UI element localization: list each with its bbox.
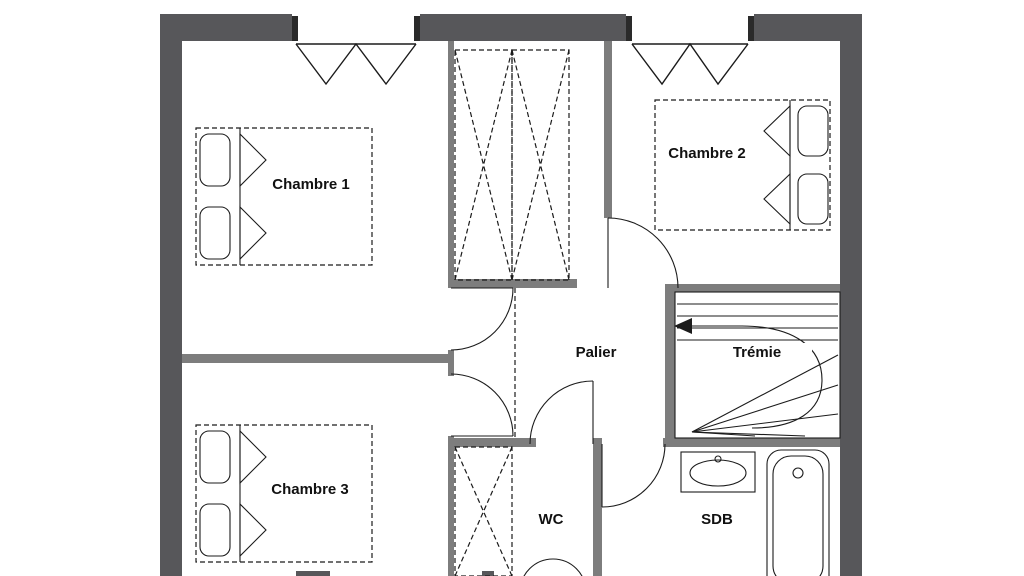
- room-label-chambre-3: Chambre 3: [271, 481, 349, 498]
- stair-direction-arrow-icon: [674, 318, 692, 334]
- staircase: [674, 291, 841, 439]
- door-swing-arc: [607, 217, 679, 289]
- wall-mid-horizontal: [182, 354, 452, 363]
- sink-counter: [680, 451, 756, 493]
- outer-walls: [160, 14, 862, 576]
- stair-outline: [674, 291, 841, 439]
- stair-winder: [691, 354, 839, 433]
- door-wc: [529, 380, 594, 445]
- blanket-fold: [239, 502, 267, 558]
- room-label-chambre-1: Chambre 1: [272, 176, 350, 193]
- blanket-fold: [239, 429, 267, 485]
- bathtub-inner: [772, 455, 824, 576]
- blanket-fold: [239, 205, 267, 261]
- wall-wc-sdb: [593, 438, 602, 576]
- blanket-fold: [763, 172, 791, 226]
- wardrobe-bottom: [454, 446, 513, 576]
- pillow: [199, 206, 231, 260]
- wall-chambre1-wardrobe: [448, 41, 454, 281]
- room-label-wc: WC: [539, 511, 564, 528]
- blanket-fold: [763, 104, 791, 158]
- pillow: [199, 503, 231, 557]
- wall-under-wardrobe: [448, 279, 577, 288]
- toilet: [523, 558, 583, 576]
- room-label-palier: Palier: [576, 344, 617, 361]
- stair-winder: [691, 431, 756, 437]
- door-chambre-3: [450, 373, 514, 437]
- bed-outline: [195, 127, 373, 266]
- room-label-chambre-2: Chambre 2: [668, 145, 746, 162]
- wall-door-jamb-center: [448, 350, 454, 376]
- wall-above-closet: [448, 438, 536, 447]
- wall-bottom-stub-2: [482, 571, 494, 576]
- window-jamb: [292, 16, 298, 41]
- pillow: [797, 173, 829, 225]
- interior-walls: [182, 41, 840, 576]
- wardrobe-cross: [454, 446, 513, 576]
- stair-walk-line: [692, 325, 823, 429]
- door-sdb: [601, 443, 666, 508]
- wall-above-stairs: [665, 284, 840, 292]
- bed-chambre-1: [195, 127, 373, 266]
- wardrobe-unit: [511, 49, 570, 281]
- door-palier-north: [607, 217, 679, 289]
- bed-outline: [654, 99, 831, 231]
- wall-top-middle: [420, 14, 626, 41]
- window-jamb: [414, 16, 420, 41]
- pillow: [199, 133, 231, 187]
- wall-chambre3-east: [448, 436, 454, 576]
- wall-chambre2-west: [604, 41, 612, 218]
- room-labels: Chambre 1 Chambre 2 Chambre 3 Palier Tré…: [271, 145, 812, 528]
- door-swing-arc: [601, 443, 666, 508]
- window-casement-icon: [295, 42, 417, 86]
- window-jamb: [748, 16, 754, 41]
- stair-winder: [691, 384, 839, 433]
- window-casement-icon: [631, 42, 749, 86]
- bed-outline: [195, 424, 373, 563]
- stair-winder: [691, 413, 839, 433]
- blanket-fold: [239, 132, 267, 188]
- bathtub-outline: [766, 449, 830, 576]
- window-chambre-2: [626, 16, 754, 86]
- door-chambre-1: [450, 287, 514, 351]
- pillow: [199, 430, 231, 484]
- wall-right: [840, 14, 862, 576]
- window-chambre-1: [292, 16, 420, 86]
- bed-chambre-3: [195, 424, 373, 563]
- toilet-bowl: [523, 558, 583, 576]
- sink-faucet: [714, 455, 722, 463]
- bed-chambre-2: [654, 99, 831, 231]
- wall-left: [160, 14, 182, 576]
- window-jamb: [626, 16, 632, 41]
- wardrobe-unit: [454, 446, 513, 576]
- wall-sdb-north: [663, 438, 840, 447]
- room-label-sdb: SDB: [701, 511, 733, 528]
- bathtub-drain: [792, 467, 804, 479]
- door-swing-arc: [450, 287, 514, 351]
- room-label-tremie: Trémie: [733, 344, 781, 361]
- door-swing-arc: [529, 380, 594, 445]
- label-background: [702, 343, 812, 363]
- door-swing-arc: [450, 373, 514, 437]
- sink: [680, 451, 756, 493]
- wardrobe-top: [454, 49, 570, 281]
- wall-stair-west: [665, 284, 675, 444]
- pillow: [797, 105, 829, 157]
- bathtub: [766, 449, 830, 576]
- sink-basin: [689, 459, 747, 487]
- wardrobe-cross: [454, 446, 513, 576]
- wall-bottom-stub-1: [296, 571, 330, 576]
